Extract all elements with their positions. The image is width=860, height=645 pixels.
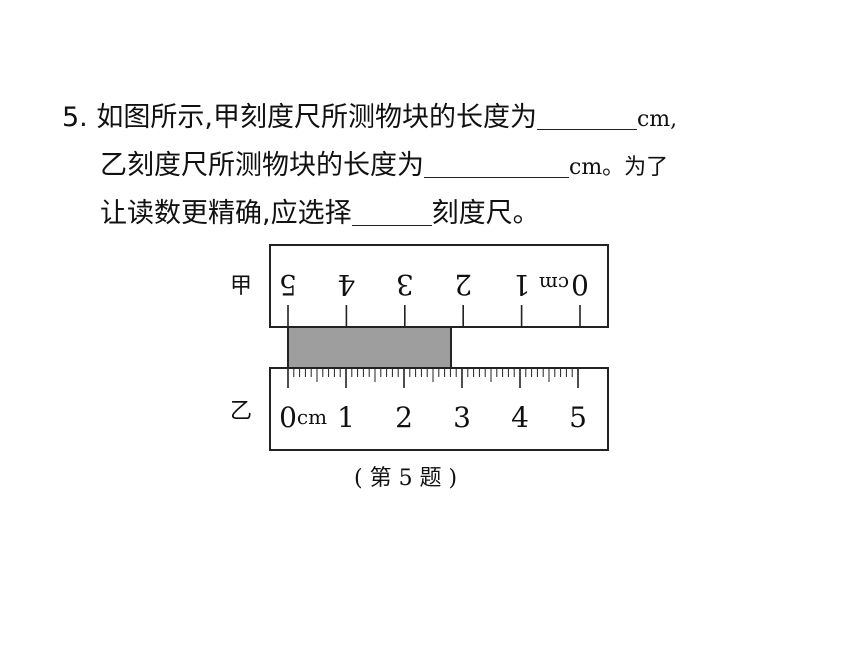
problem-line-2: 乙刻度尺所测物块的长度为 cm。为了 bbox=[62, 142, 822, 190]
question-text-3a: 让读数更精确,应选择 bbox=[100, 198, 352, 229]
question-text-1: 如图所示,甲刻度尺所测物块的长度为 bbox=[96, 102, 537, 133]
question-text-3b: 刻度尺。 bbox=[431, 198, 540, 229]
ruler-jia-unit-label: cm bbox=[539, 272, 569, 296]
measured-block bbox=[287, 326, 452, 369]
answer-blank-yi-length[interactable] bbox=[424, 151, 569, 178]
ruler-yi-tick-label: 4 bbox=[511, 401, 529, 434]
ruler-jia-tick-label: 2 bbox=[454, 268, 472, 301]
unit-cm-1: cm, bbox=[636, 107, 678, 132]
answer-blank-jia-length[interactable] bbox=[536, 103, 637, 130]
ruler-yi-tick-label: 2 bbox=[395, 401, 413, 434]
ruler-yi-unit-label: cm bbox=[297, 405, 327, 429]
ruler-jia-tick-label: 3 bbox=[396, 268, 414, 301]
ruler-yi-body bbox=[269, 367, 609, 451]
ruler-yi-tick-label: 1 bbox=[337, 401, 355, 434]
question-number: 5. bbox=[62, 102, 88, 133]
ruler-jia-tick-label: 5 bbox=[279, 268, 297, 301]
ruler-yi-tick-label: 0 bbox=[279, 401, 297, 434]
problem-line-1: 5. 如图所示,甲刻度尺所测物块的长度为 cm, bbox=[62, 94, 822, 142]
problem-line-3: 让读数更精确,应选择 刻度尺。 bbox=[62, 190, 822, 238]
ruler-jia-tick-label: 1 bbox=[513, 268, 531, 301]
ruler-yi-tick-label: 3 bbox=[453, 401, 471, 434]
figure-caption: ( 第 5 题 ) bbox=[354, 466, 458, 491]
ruler-jia-label: 甲 bbox=[230, 274, 252, 299]
answer-blank-ruler-choice[interactable] bbox=[351, 199, 432, 226]
ruler-jia-tick-label: 0 bbox=[571, 268, 589, 301]
question-text-2: 乙刻度尺所测物块的长度为 bbox=[100, 150, 424, 181]
ruler-jia-ticks: 0cm 1 2 3 4 5 bbox=[279, 268, 589, 327]
ruler-yi-label: 乙 bbox=[230, 399, 252, 424]
unit-cm-2: cm。为了 bbox=[569, 155, 669, 180]
problem-5: 5. 如图所示,甲刻度尺所测物块的长度为 cm, 乙刻度尺所测物块的长度为 cm。为… bbox=[62, 94, 822, 238]
ruler-yi-tick-label: 5 bbox=[569, 401, 587, 434]
ruler-jia-tick-label: 4 bbox=[337, 268, 355, 301]
